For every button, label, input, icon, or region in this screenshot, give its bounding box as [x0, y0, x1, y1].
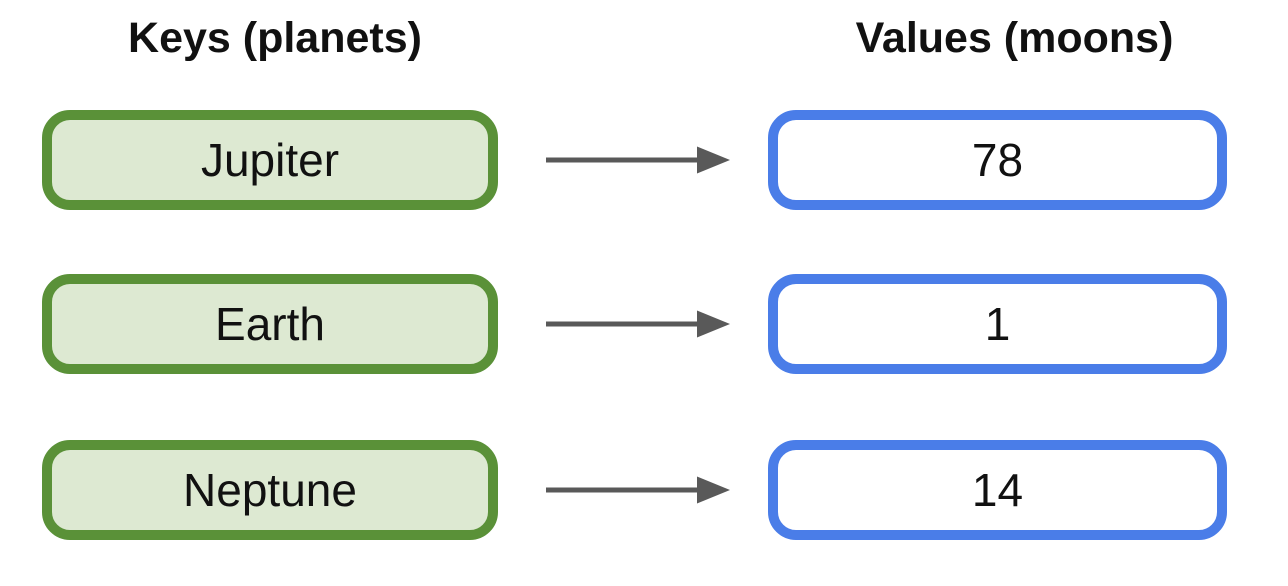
mapping-row-earth: Earth 1 — [0, 274, 1288, 374]
key-label: Neptune — [183, 464, 357, 516]
value-label: 1 — [984, 298, 1011, 350]
key-box-neptune: Neptune — [42, 440, 498, 540]
value-box-jupiter: 78 — [768, 110, 1227, 210]
value-box-earth: 1 — [768, 274, 1227, 374]
value-label: 14 — [971, 464, 1024, 516]
key-box-earth: Earth — [42, 274, 498, 374]
key-label: Earth — [215, 298, 325, 350]
key-label: Jupiter — [200, 134, 340, 186]
keys-column-header: Keys (planets) — [128, 14, 422, 62]
arrow-right-icon — [546, 146, 730, 174]
value-label: 78 — [971, 134, 1024, 186]
values-column-header: Values (moons) — [855, 14, 1174, 62]
mapping-row-neptune: Neptune 14 — [0, 440, 1288, 540]
key-box-jupiter: Jupiter — [42, 110, 498, 210]
arrow-right-icon — [546, 310, 730, 338]
arrow-right-icon — [546, 476, 730, 504]
mapping-row-jupiter: Jupiter 78 — [0, 110, 1288, 210]
value-box-neptune: 14 — [768, 440, 1227, 540]
